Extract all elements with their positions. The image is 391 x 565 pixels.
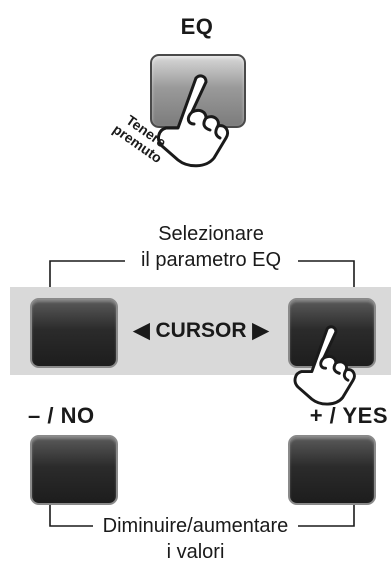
select-caption-line1: Selezionare (158, 223, 264, 245)
cursor-left-button[interactable] (30, 298, 118, 368)
adjust-bracket-left (49, 500, 93, 527)
adjust-values-caption: Diminuire/aumentare i valori (90, 513, 301, 565)
pressing-hand-icon-2 (293, 325, 356, 406)
plus-yes-button[interactable] (288, 435, 376, 505)
arrow-left-icon: ◀ (133, 319, 150, 342)
select-bracket-right (298, 260, 355, 287)
plus-yes-label: + / YES (309, 403, 388, 428)
eq-label: EQ (180, 14, 214, 39)
cursor-label-group: ◀ CURSOR ▶ (120, 318, 282, 343)
select-caption-line2: il parametro EQ (140, 249, 282, 271)
select-bracket-left (49, 260, 125, 287)
adjust-bracket-right (298, 500, 355, 527)
adjust-caption-line2: i valori (166, 541, 225, 563)
cursor-label: CURSOR (155, 319, 247, 342)
select-parameter-caption: Selezionare il parametro EQ (96, 221, 326, 273)
pressing-hand-icon (157, 74, 230, 168)
minus-no-button[interactable] (30, 435, 118, 505)
arrow-right-icon: ▶ (252, 319, 269, 342)
minus-no-label: – / NO (28, 403, 95, 428)
adjust-caption-line1: Diminuire/aumentare (102, 515, 289, 537)
